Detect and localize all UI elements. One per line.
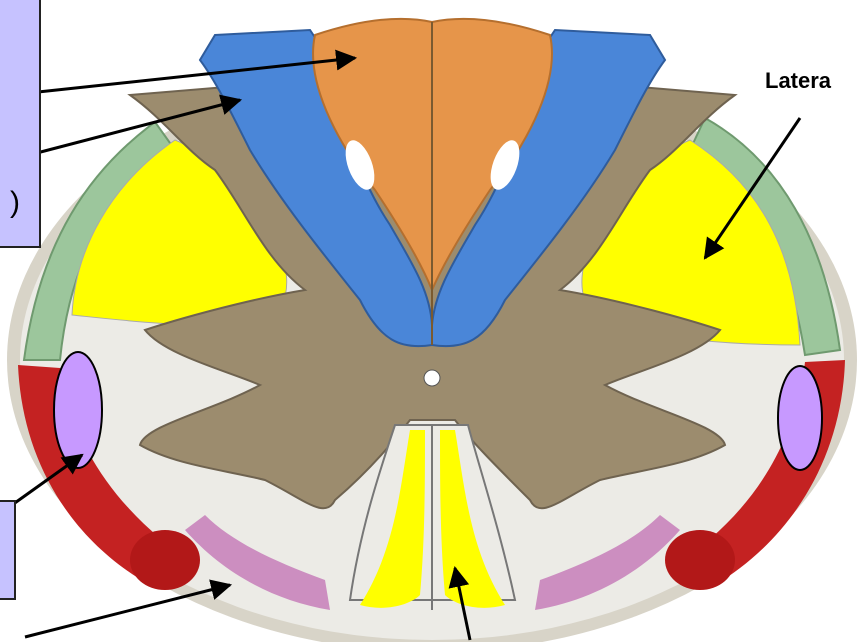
top-left-label-box: ) <box>0 0 41 248</box>
central-canal <box>424 370 440 386</box>
right-purple-oval <box>778 366 822 470</box>
lateral-label: Latera <box>765 68 831 94</box>
top-left-box-fragment: ) <box>10 188 20 218</box>
left-red-bulb <box>130 530 200 590</box>
arrow-to-pink-tract <box>25 585 230 637</box>
bottom-left-label-box <box>0 500 16 600</box>
left-purple-oval <box>54 352 102 468</box>
right-red-bulb <box>665 530 735 590</box>
